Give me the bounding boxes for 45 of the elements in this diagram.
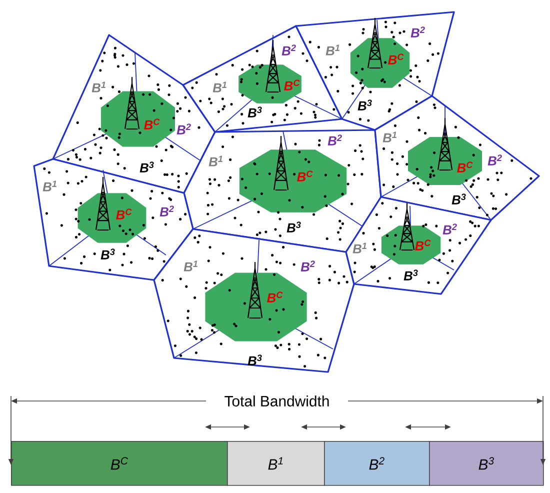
band-label: B$^{1}$ [92, 82, 106, 92]
band-label: B$^{2}$ [160, 206, 174, 216]
band-label: B$^{C}$ [297, 170, 313, 182]
band-label: B$^{3}$ [140, 162, 154, 172]
band-label: B$^{C}$ [388, 54, 404, 64]
band-label: B$^{C}$ [144, 118, 160, 130]
band-label: B$^{2}$ [282, 44, 296, 56]
coverage-zone [101, 76, 175, 147]
band-label: B$^{C}$ [284, 80, 300, 90]
band-label: B$^{3}$ [100, 248, 115, 260]
band-label: B$^{2}$ [300, 260, 315, 272]
band-label: B$^{1}$ [42, 180, 56, 192]
coverage-zone [350, 17, 410, 88]
cell-region [33, 158, 194, 281]
band-label: B$^{2}$ [410, 26, 425, 38]
band-label: B$^{C}$ [267, 292, 283, 302]
bandwidth-segment: B$^{2}$ [324, 441, 430, 486]
band-label: B$^{3}$ [248, 354, 262, 366]
band-label: B$^{3}$ [404, 270, 418, 280]
band-label: B$^{1}$ [352, 242, 366, 254]
band-label: B$^{1}$ [208, 156, 222, 166]
coverage-zone [78, 176, 146, 243]
band-label: B$^{C}$ [457, 162, 473, 172]
bandwidth-segment: B$^{C}$ [11, 441, 228, 486]
band-label: B$^{3}$ [286, 222, 301, 232]
band-label: B$^{C}$ [116, 208, 132, 220]
band-label: B$^{2}$ [328, 134, 342, 146]
band-label: B$^{1}$ [326, 44, 340, 56]
band-label: B$^{1}$ [212, 82, 226, 92]
band-label: B$^{3}$ [248, 106, 262, 118]
band-label: B$^{2}$ [176, 124, 191, 134]
coverage-zone [239, 135, 347, 212]
band-label: B$^{3}$ [452, 194, 466, 204]
band-label: B$^{C}$ [415, 240, 431, 250]
coverage-zone [238, 39, 302, 104]
bandwidth-segment: B$^{3}$ [429, 441, 544, 486]
band-label: B$^{1}$ [382, 132, 396, 142]
coverage-zone [381, 202, 441, 264]
band-label: B$^{2}$ [488, 154, 502, 166]
band-label: B$^{3}$ [358, 100, 372, 110]
coverage-zone [408, 117, 482, 185]
band-label: B$^{2}$ [442, 224, 457, 234]
band-label: B$^{1}$ [184, 260, 198, 272]
dimension-label: Total Bandwidth [224, 396, 329, 406]
bandwidth-segment: B$^{1}$ [227, 441, 325, 486]
